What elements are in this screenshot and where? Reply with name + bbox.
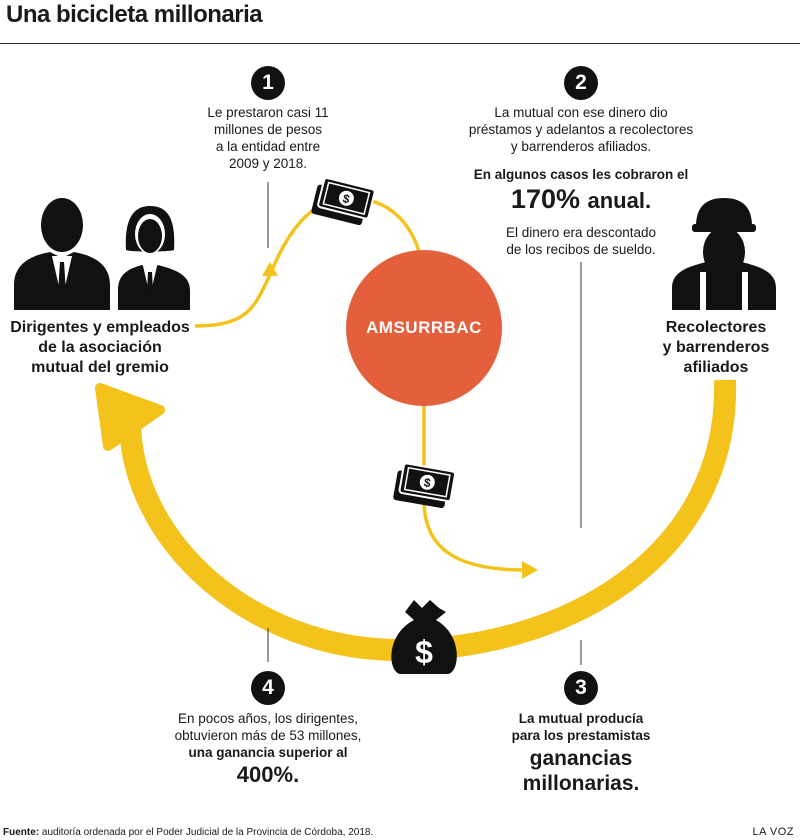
step-3-number: 3: [564, 671, 598, 705]
svg-text:$: $: [341, 191, 351, 206]
step-4-big: 400%.: [236, 762, 300, 787]
right-group-label: Recolectores y barrenderos afiliados: [662, 319, 770, 376]
flow-line-2: [422, 405, 526, 572]
step-2-extra: El dinero era descontado de los recibos …: [505, 225, 657, 257]
flow-arrow-2: [522, 561, 538, 579]
money-bag-icon: $: [391, 600, 457, 674]
flow-line-1: [194, 196, 422, 328]
step-4-text: En pocos años, los dirigentes, obtuviero…: [174, 711, 362, 760]
step-2-highlight: En algunos casos les cobraron el: [473, 167, 689, 182]
step-4-number: 4: [251, 671, 285, 705]
page-title: Una bicicleta millonaria: [6, 1, 263, 28]
step-1-number: 1: [251, 66, 285, 100]
source-note: Fuente: auditoría ordenada por el Poder …: [3, 827, 374, 838]
center-entity-label: AMSURRBAC: [366, 318, 482, 337]
step-1-text: Le prestaron casi 11 millones de pesos a…: [207, 105, 329, 171]
title-divider: [0, 43, 800, 44]
banknotes-icon: $: [393, 462, 457, 509]
step-2-number: 2: [564, 66, 598, 100]
banknotes-icon: $: [311, 177, 376, 226]
return-arc-arrowhead: [95, 383, 165, 451]
svg-text:$: $: [423, 475, 432, 490]
svg-text:$: $: [415, 634, 433, 670]
brand-logo: LA VOZ: [752, 826, 794, 838]
center-circle: [346, 250, 502, 406]
left-group-label: Dirigentes y empleados de la asociación …: [10, 319, 190, 376]
step-2-rate: 170% anual.: [510, 184, 652, 214]
step-3-big: ganancias millonarias.: [522, 747, 640, 795]
step-2-text: La mutual con ese dinero dio préstamos y…: [468, 105, 694, 154]
worker-icon: [672, 198, 776, 310]
step-3-text: La mutual producía para los prestamistas: [511, 711, 651, 743]
business-people-icon: [14, 198, 190, 310]
flow-arrow-1: [262, 262, 278, 276]
